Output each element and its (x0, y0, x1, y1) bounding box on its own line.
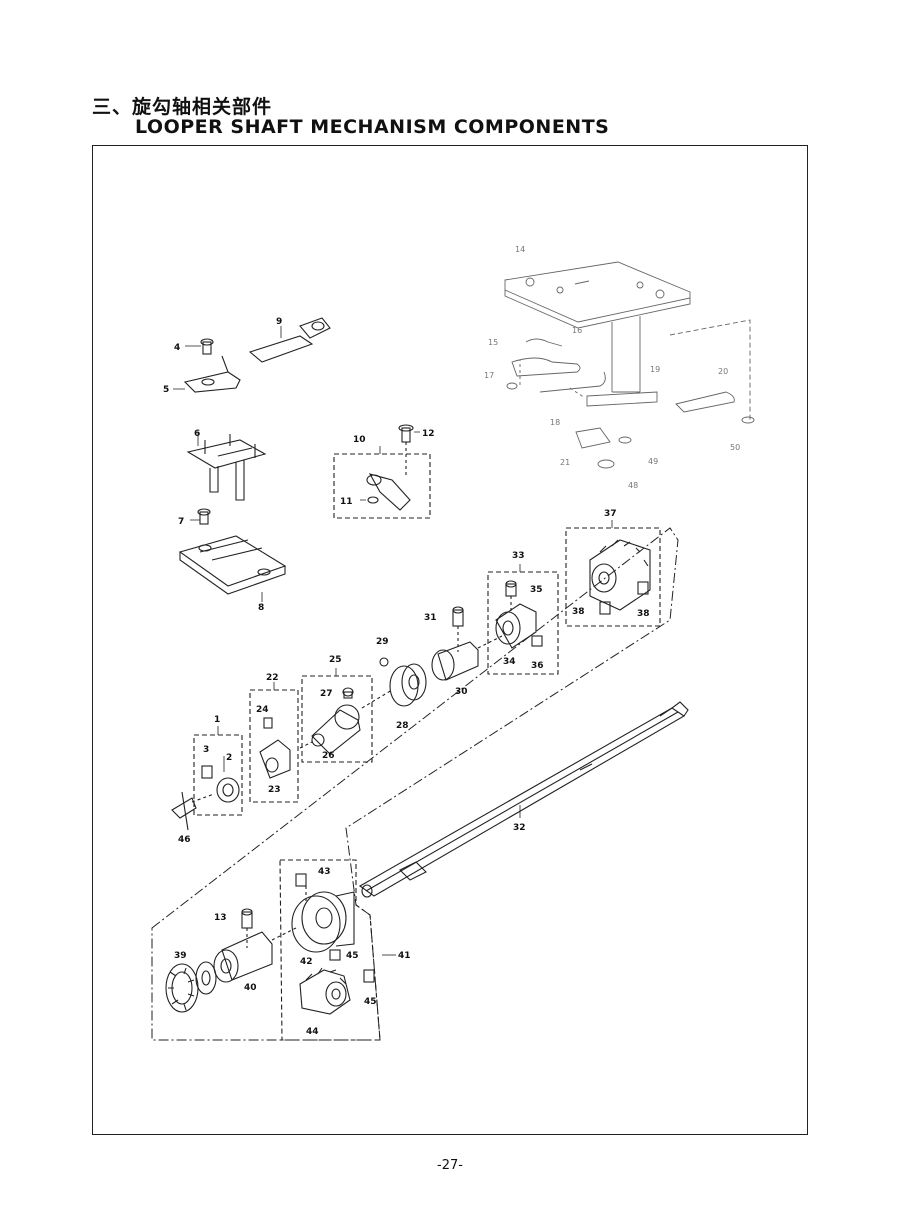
page-title-chinese: 三、旋勾轴相关部件 (92, 96, 273, 118)
parts-28-30 (379, 606, 503, 707)
group-22-box (249, 682, 299, 803)
label-43: 43 (318, 867, 331, 877)
page-number: -27- (437, 1158, 463, 1173)
part-6-frame (186, 432, 267, 501)
label-17: 17 (484, 371, 494, 380)
parts-13-39-40 (165, 908, 297, 1013)
label-4: 4 (174, 343, 180, 353)
label-3: 3 (203, 745, 209, 755)
label-21: 21 (560, 458, 570, 467)
label-31: 31 (424, 613, 437, 623)
group-37-box (565, 520, 661, 627)
label-10: 10 (353, 435, 366, 445)
label-45-b: 45 (364, 997, 377, 1007)
label-25: 25 (329, 655, 342, 665)
label-11: 11 (340, 497, 353, 507)
label-19: 19 (650, 365, 660, 374)
label-1: 1 (214, 715, 220, 725)
label-8: 8 (258, 603, 264, 613)
label-16: 16 (572, 326, 582, 335)
part-46-looper (171, 791, 215, 831)
label-38-a: 38 (572, 607, 585, 617)
label-18: 18 (550, 418, 560, 427)
group-41-box (279, 859, 396, 1041)
page-title-english: LOOPER SHAFT MECHANISM COMPONENTS (135, 116, 610, 138)
label-49: 49 (648, 457, 658, 466)
label-34: 34 (503, 657, 516, 667)
label-20: 20 (718, 367, 728, 376)
label-28: 28 (396, 721, 409, 731)
group-1-box (193, 726, 243, 816)
label-50: 50 (730, 443, 740, 452)
label-46: 46 (178, 835, 191, 845)
label-2: 2 (226, 753, 232, 763)
label-48: 48 (628, 481, 638, 490)
group-10-box (333, 424, 431, 519)
label-32: 32 (513, 823, 526, 833)
label-35: 35 (530, 585, 543, 595)
base-plate-assembly (504, 261, 755, 469)
group-25-box (299, 668, 393, 763)
diagram-frame (92, 145, 808, 1135)
label-44: 44 (306, 1027, 319, 1037)
label-40: 40 (244, 983, 257, 993)
label-38-b: 38 (637, 609, 650, 619)
label-42: 42 (300, 957, 313, 967)
label-36: 36 (531, 661, 544, 671)
base-plate-callouts: 14 15 16 17 18 19 20 21 48 49 50 (484, 245, 740, 490)
label-22: 22 (266, 673, 279, 683)
label-37: 37 (604, 509, 617, 519)
label-29: 29 (376, 637, 389, 647)
label-33: 33 (512, 551, 525, 561)
part-32-looper-shaft (358, 701, 689, 898)
label-24: 24 (256, 705, 269, 715)
label-23: 23 (268, 785, 281, 795)
label-30: 30 (455, 687, 468, 697)
label-41: 41 (398, 951, 411, 961)
label-6: 6 (194, 429, 200, 439)
label-7: 7 (178, 517, 184, 527)
label-26: 26 (322, 751, 335, 761)
label-9: 9 (276, 317, 282, 327)
label-39: 39 (174, 951, 187, 961)
label-45-a: 45 (346, 951, 359, 961)
part-8-plate (178, 508, 287, 602)
label-5: 5 (163, 385, 169, 395)
group-33-box (487, 564, 559, 675)
label-27: 27 (320, 689, 333, 699)
part-5-bracket (173, 338, 241, 393)
label-15: 15 (488, 338, 498, 347)
callout-labels: 4 5 9 6 7 8 10 12 11 1 3 2 46 22 24 23 2… (163, 317, 650, 1037)
label-12: 12 (422, 429, 435, 439)
label-14: 14 (515, 245, 525, 254)
part-9-lever (248, 317, 331, 363)
label-13: 13 (214, 913, 227, 923)
